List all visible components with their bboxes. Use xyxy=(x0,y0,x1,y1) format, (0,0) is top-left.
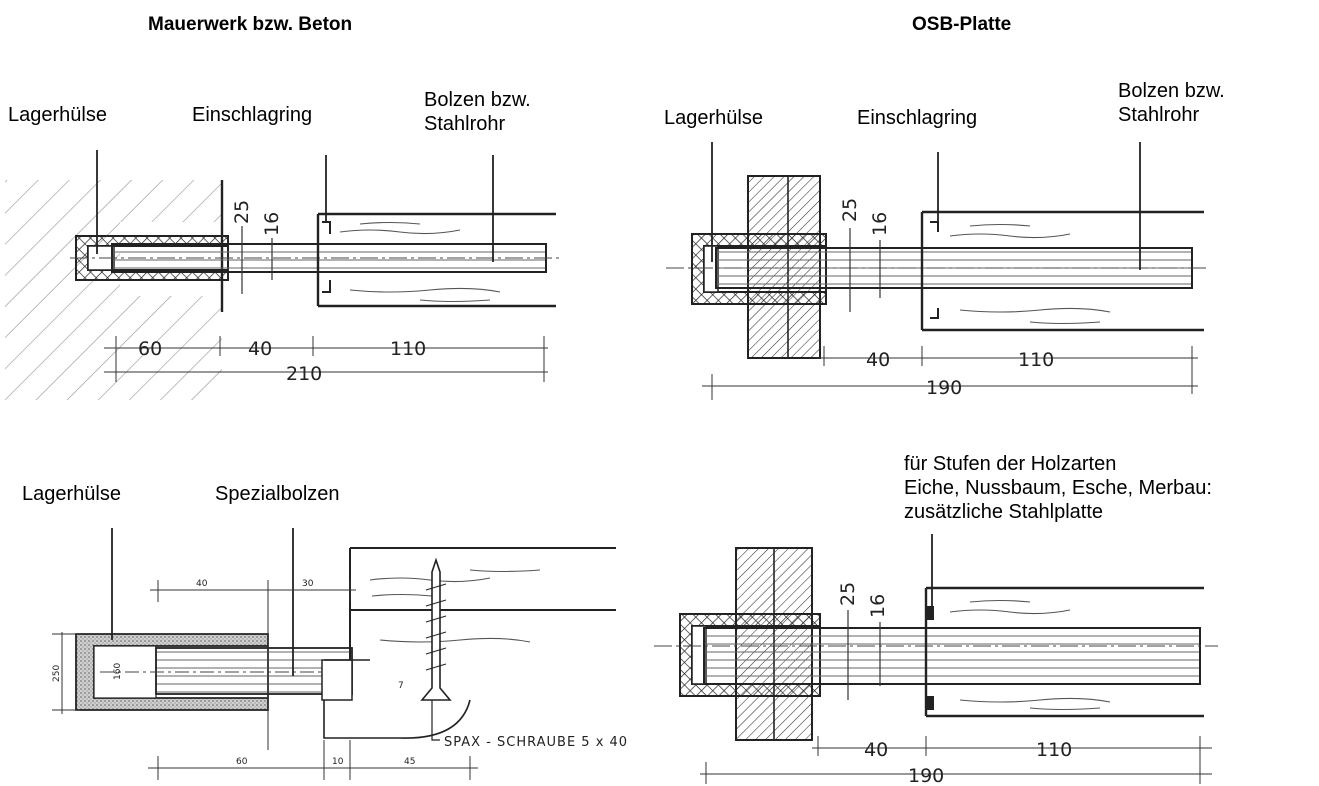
dim-16-tr: 16 xyxy=(869,212,891,236)
dim-60-tl: 60 xyxy=(138,338,162,360)
diagram-osb-top: 25 16 40 110 190 xyxy=(666,142,1210,400)
dim-45-bl: 45 xyxy=(404,757,415,767)
label-bolt-tl-1: Bolzen bzw. xyxy=(424,89,531,111)
dim-10-bl: 10 xyxy=(332,757,344,767)
dim-190-tr: 190 xyxy=(926,377,962,399)
label-sleeve-tl: Lagerhülse xyxy=(8,104,107,126)
label-special-bolt: Spezialbolzen xyxy=(215,483,340,505)
label-bolt-tl-2: Stahlrohr xyxy=(424,113,506,135)
dim-110-br: 110 xyxy=(1036,739,1072,761)
dim-110-tl: 110 xyxy=(390,338,426,360)
dim-110-tr: 110 xyxy=(1018,349,1054,371)
diagram-special-bolt: SPAX - SCHRAUBE 5 x 40 40 30 250 160 7 6… xyxy=(52,528,628,780)
label-bolt-tr-2: Stahlrohr xyxy=(1118,104,1200,126)
heading-osb: OSB-Platte xyxy=(912,14,1012,35)
dim-25-br: 25 xyxy=(837,582,859,606)
dim-25-tl: 25 xyxy=(231,200,253,224)
dim-40-br: 40 xyxy=(864,739,888,761)
diagram-steel-plate: 25 16 40 110 190 xyxy=(654,534,1218,786)
note-line-3: zusätzliche Stahlplatte xyxy=(904,501,1104,523)
dim-40-tr: 40 xyxy=(866,349,890,371)
dim-40-tl: 40 xyxy=(248,338,272,360)
heading-masonry: Mauerwerk bzw. Beton xyxy=(148,14,353,35)
note-line-2: Eiche, Nussbaum, Esche, Merbau: xyxy=(904,477,1212,499)
label-sleeve-tr: Lagerhülse xyxy=(664,107,763,129)
label-ring-tl: Einschlagring xyxy=(192,104,313,126)
dim-190-br: 190 xyxy=(908,765,944,786)
dim-210-tl: 210 xyxy=(286,363,322,385)
dim-16-tl: 16 xyxy=(261,212,283,236)
note-line-1: für Stufen der Holzarten xyxy=(904,453,1117,475)
screw-note: SPAX - SCHRAUBE 5 x 40 xyxy=(444,735,628,750)
dim-30-bl: 30 xyxy=(302,579,314,589)
dim-160-bl: 160 xyxy=(113,663,123,680)
label-bolt-tr-1: Bolzen bzw. xyxy=(1118,80,1225,102)
label-sleeve-bl: Lagerhülse xyxy=(22,483,121,505)
dim-40-bl: 40 xyxy=(196,579,208,589)
dim-16-br: 16 xyxy=(867,594,889,618)
label-ring-tr: Einschlagring xyxy=(857,107,978,129)
dim-7-bl: 7 xyxy=(398,681,404,691)
dim-250-bl: 250 xyxy=(52,665,62,682)
dim-25-tr: 25 xyxy=(839,198,861,222)
dim-60-bl: 60 xyxy=(236,757,248,767)
diagram-masonry-top: 25 16 60 40 110 210 xyxy=(5,150,560,400)
